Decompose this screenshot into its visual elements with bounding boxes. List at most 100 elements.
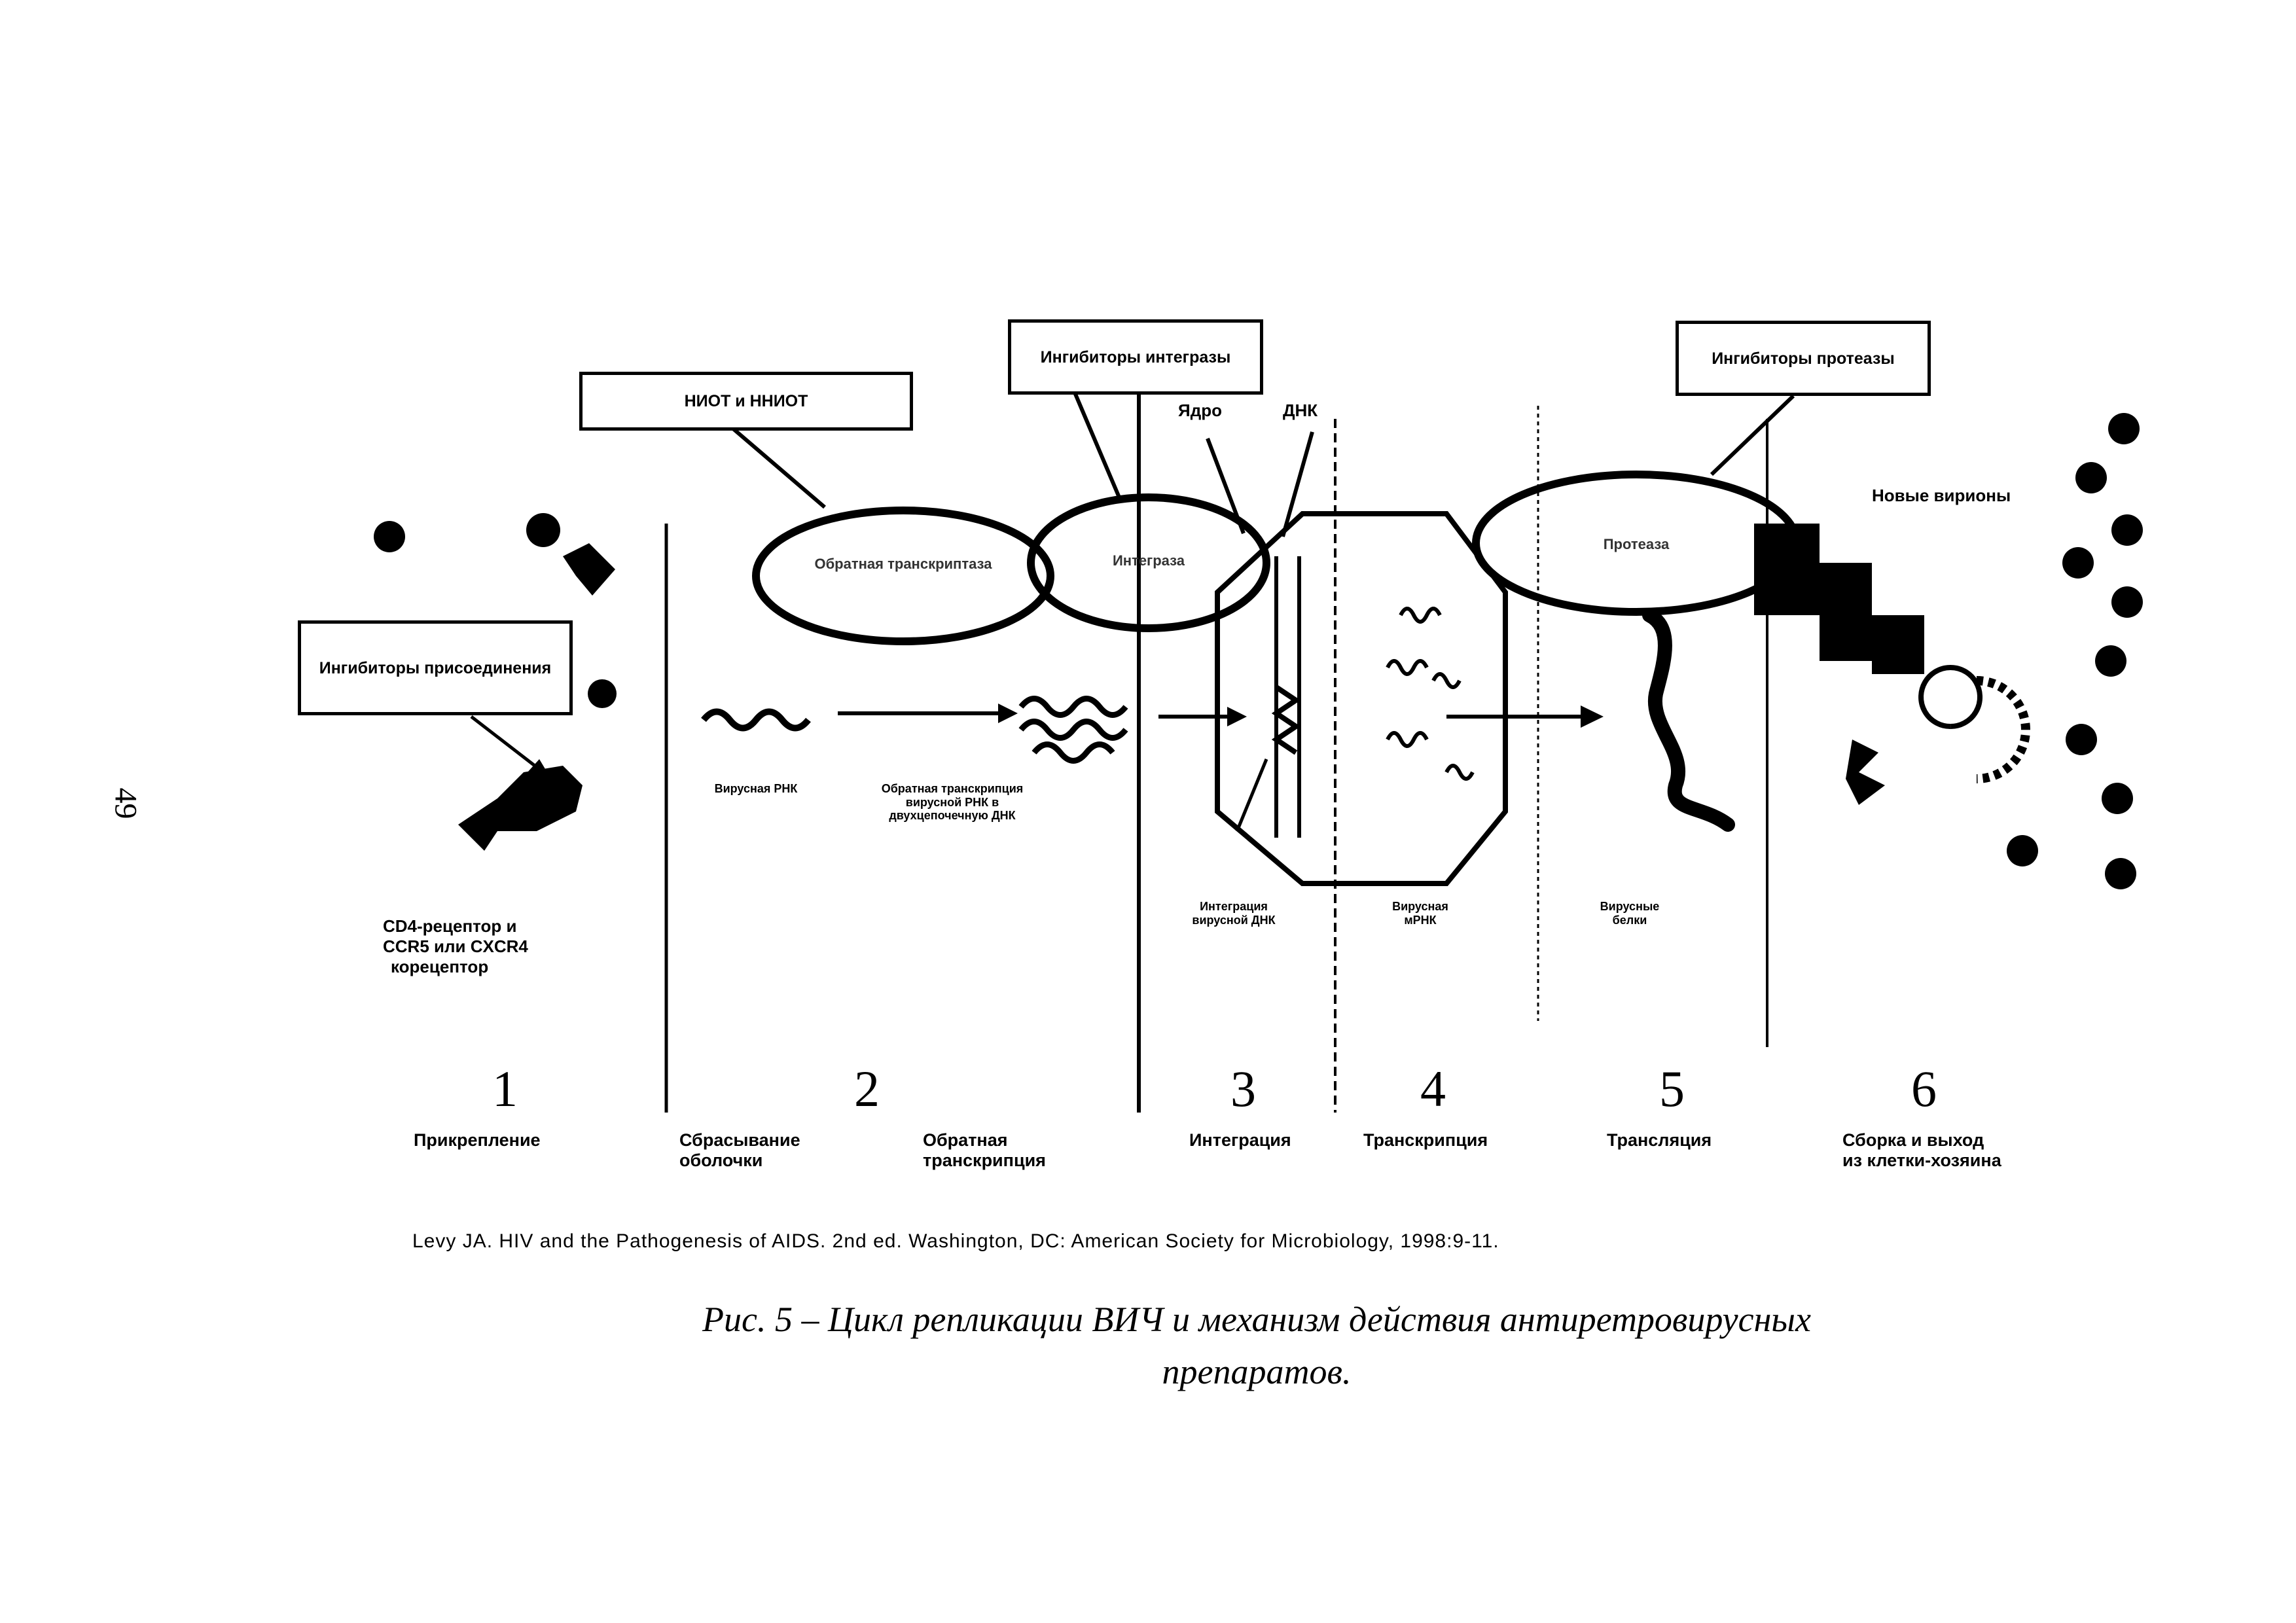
step-name-2a-line: оболочки: [679, 1150, 763, 1171]
new-virion-dot: [2066, 724, 2097, 755]
protease-inhibitors-label: Ингибиторы протеазы: [1712, 349, 1895, 368]
viral-mrna-label-line: Вирусная: [1392, 900, 1448, 913]
pointer-line: [1206, 437, 1246, 535]
step-name-6-line: из клетки-хозяина: [1842, 1150, 2001, 1171]
step-name-3: Интеграция: [1189, 1130, 1291, 1150]
dna-wave: [1018, 696, 1128, 718]
mrna-squiggle: [1399, 607, 1442, 624]
viral-proteins-label-line: белки: [1612, 913, 1647, 927]
dna-copy-label-line: вирусной РНК в: [905, 795, 999, 809]
integrase-inhibitors-box: Ингибиторы интегразы: [1008, 319, 1263, 395]
dna-copy-label-line: двухцепочечную ДНК: [889, 809, 1016, 823]
protein-chain: [1642, 608, 1735, 832]
step-number-2: 2: [854, 1060, 880, 1117]
dna-label: ДНК: [1283, 401, 1318, 420]
virion-dot: [526, 513, 560, 547]
step-number-6: 6: [1911, 1060, 1937, 1117]
mrna-squiggle: [1386, 659, 1429, 676]
virion-dot: [374, 521, 405, 552]
arrowhead: [528, 759, 551, 779]
new-virion-dot: [2075, 462, 2107, 493]
mrna-squiggle: [1386, 731, 1429, 748]
step-name-4: Транскрипция: [1363, 1130, 1488, 1150]
integration-sub-label: Интеграция вирусной ДНК: [1178, 900, 1289, 927]
viral-rna-label: Вирусная РНК: [714, 782, 798, 795]
new-virion-dot: [2108, 413, 2140, 444]
arrowhead: [998, 704, 1018, 723]
pointer-line: [732, 427, 826, 509]
dna-copy-label: Обратная транскрипция вирусной РНК в дву…: [870, 782, 1034, 823]
dna-wave: [1031, 741, 1115, 764]
viral-proteins-label-line: Вирусные: [1600, 900, 1660, 913]
mrna-squiggle: [1431, 672, 1462, 689]
reverse-transcriptase-oval: [752, 507, 1054, 645]
nrti-box: НИОТ и ННИОТ: [579, 372, 913, 431]
integrase-oval: [1027, 493, 1270, 632]
new-virion-dot: [2105, 858, 2136, 889]
step-name-2b-line: транскрипция: [923, 1150, 1046, 1171]
arrow: [470, 715, 545, 774]
assembly-block: [1754, 524, 1820, 615]
integrase-inhibitors-label: Ингибиторы интегразы: [1040, 348, 1231, 366]
attachment-inhibitors-label: Ингибиторы присоединения: [319, 658, 552, 677]
figure-caption-line2: препаратов.: [1162, 1352, 1352, 1391]
core-label: Ядро: [1178, 401, 1222, 420]
viral-mrna-label: Вирусная мРНК: [1378, 900, 1463, 927]
viral-rna-wave: [701, 708, 811, 732]
viral-mrna-label-line: мРНК: [1404, 913, 1437, 927]
figure-caption-line1: Рис. 5 – Цикл репликации ВИЧ и механизм …: [702, 1300, 1811, 1339]
new-virion-dot: [2007, 835, 2038, 866]
step-name-5: Трансляция: [1607, 1130, 1712, 1150]
budding-virion: [1918, 665, 1983, 729]
pointer-line: [1071, 388, 1121, 499]
integrase-oval-label: Интеграза: [1112, 552, 1185, 569]
viral-proteins-label: Вирусные белки: [1577, 900, 1682, 927]
assembly-cluster: [1846, 740, 1885, 805]
virion-dot: [588, 679, 617, 708]
new-virions-label: Новые вирионы: [1872, 486, 2011, 505]
integrated-dna: [1271, 685, 1301, 755]
receptor-label-line: CCR5 или CXCR4: [383, 936, 528, 957]
step-number-5: 5: [1659, 1060, 1685, 1117]
receptor-icon: [563, 543, 615, 596]
nrti-box-label: НИОТ и ННИОТ: [684, 392, 808, 410]
integration-sub-label-line: вирусной ДНК: [1192, 913, 1276, 927]
source-citation: Levy JA. HIV and the Pathogenesis of AID…: [412, 1230, 1499, 1252]
step-number-4: 4: [1420, 1060, 1446, 1117]
step-name-2b: Обратная транскрипция: [923, 1130, 1046, 1171]
arrowhead: [1581, 705, 1604, 728]
attachment-inhibitors-box: Ингибиторы присоединения: [298, 620, 573, 715]
assembly-block: [1820, 563, 1872, 661]
step-number-3: 3: [1230, 1060, 1256, 1117]
step-name-2a: Сбрасывание оболочки: [679, 1130, 800, 1171]
page-number: 49: [108, 787, 143, 819]
integration-sub-label-line: Интеграция: [1200, 900, 1268, 913]
nucleus-outline: [1215, 511, 1508, 886]
mrna-squiggle: [1444, 764, 1475, 781]
step-name-1: Прикрепление: [414, 1130, 541, 1150]
dna-copy-label-line: Обратная транскрипция: [881, 782, 1024, 795]
new-virion-dot: [2095, 645, 2126, 677]
protease-inhibitors-box: Ингибиторы протеазы: [1676, 321, 1931, 396]
step-name-2b-line: Обратная: [923, 1130, 1008, 1150]
step-name-6-line: Сборка и выход: [1842, 1130, 1984, 1150]
step-name-6: Сборка и выход из клетки-хозяина: [1842, 1130, 2001, 1171]
arrowhead: [1227, 707, 1247, 726]
protease-oval-label: Протеаза: [1603, 536, 1670, 552]
arrow: [1235, 758, 1268, 832]
budding-virion: [1976, 676, 2030, 783]
reverse-transcriptase-oval-label: Обратная транскриптаза: [814, 556, 992, 572]
pointer-line: [1281, 431, 1314, 537]
receptor-label-line: CD4-рецептор и: [383, 916, 517, 936]
dna-wave: [1018, 719, 1128, 741]
assembly-block: [1872, 615, 1924, 674]
pointer-line: [1710, 394, 1795, 476]
receptor-label-line: корецептор: [391, 957, 489, 977]
new-virion-dot: [2111, 586, 2143, 618]
receptor-label: CD4-рецептор и CCR5 или CXCR4 корецептор: [383, 916, 528, 978]
new-virion-dot: [2062, 547, 2094, 579]
step-number-1: 1: [492, 1060, 518, 1117]
new-virion-dot: [2102, 783, 2133, 814]
